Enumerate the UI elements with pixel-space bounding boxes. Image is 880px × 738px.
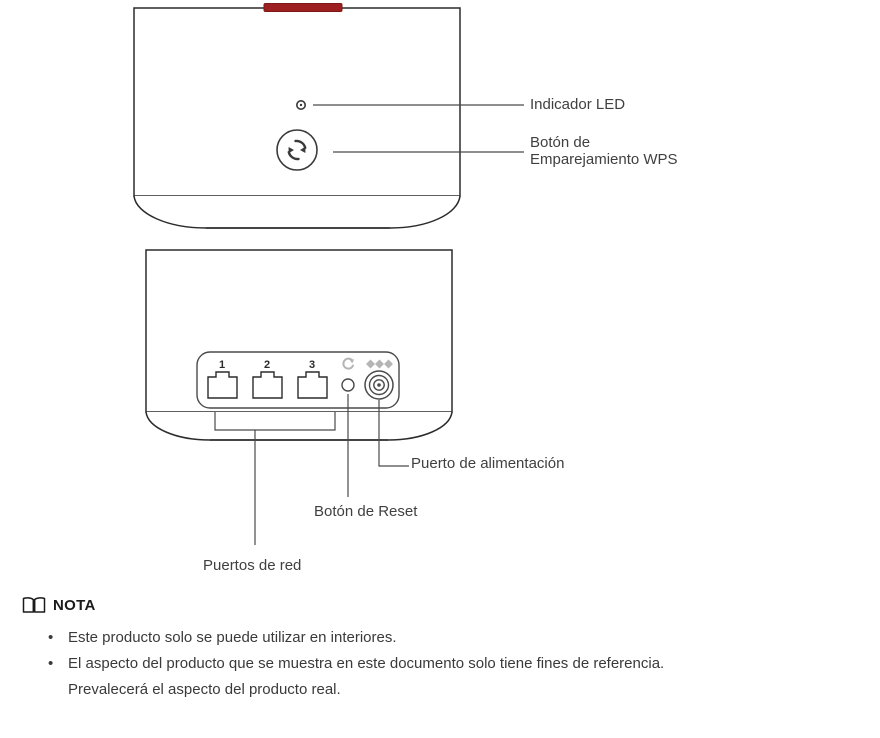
ethernet-port-2[interactable]: 2 bbox=[252, 359, 283, 399]
reset-pinhole-icon[interactable] bbox=[341, 378, 355, 392]
power-jack-icon[interactable] bbox=[364, 370, 394, 400]
note-title: NOTA bbox=[53, 596, 96, 614]
accent-strip bbox=[263, 3, 343, 12]
ethernet-port-1[interactable]: 1 bbox=[207, 359, 238, 399]
note-list: • Este producto solo se puede utilizar e… bbox=[0, 625, 880, 703]
note-bullet: • bbox=[48, 629, 54, 646]
open-book-icon bbox=[22, 597, 46, 613]
note-list-item: • El aspecto del producto que se muestra… bbox=[0, 651, 880, 703]
callout-network-ports-label: Puertos de red bbox=[203, 557, 302, 574]
ethernet-port-3-label: 3 bbox=[309, 359, 315, 371]
ethernet-port-1-label: 1 bbox=[219, 359, 225, 371]
leader-line-power-port bbox=[378, 400, 409, 467]
ethernet-port-2-label: 2 bbox=[264, 359, 270, 371]
rear-view-device: 1 2 3 bbox=[145, 249, 453, 545]
callout-wps-label-line1: Botón de bbox=[530, 134, 591, 151]
led-indicator-icon bbox=[295, 100, 306, 111]
front-view-device bbox=[133, 3, 524, 229]
note-item-text: Este producto solo se puede utilizar en … bbox=[68, 629, 397, 646]
callout-reset-button-label: Botón de Reset bbox=[314, 503, 418, 520]
network-ports-bracket bbox=[214, 412, 336, 431]
note-block: NOTA • Este producto solo se puede utili… bbox=[0, 592, 880, 703]
wps-pairing-icon bbox=[287, 139, 307, 161]
note-bullet: • bbox=[48, 655, 54, 672]
rear-base-curve bbox=[145, 411, 453, 441]
reset-arrow-icon bbox=[342, 357, 354, 370]
note-item-text: El aspecto del producto que se muestra e… bbox=[68, 655, 665, 698]
note-list-item: • Este producto solo se puede utilizar e… bbox=[0, 625, 880, 651]
callout-power-port-label: Puerto de alimentación bbox=[411, 455, 565, 472]
wps-pairing-button[interactable] bbox=[276, 129, 318, 171]
callout-led-label: Indicador LED bbox=[530, 96, 626, 113]
ethernet-port-3[interactable]: 3 bbox=[297, 359, 328, 399]
front-base-curve bbox=[133, 195, 461, 229]
power-diamonds-icon bbox=[366, 359, 393, 369]
note-header: NOTA bbox=[0, 592, 880, 618]
callout-wps-label-line2: Emparejamiento WPS bbox=[530, 151, 678, 168]
